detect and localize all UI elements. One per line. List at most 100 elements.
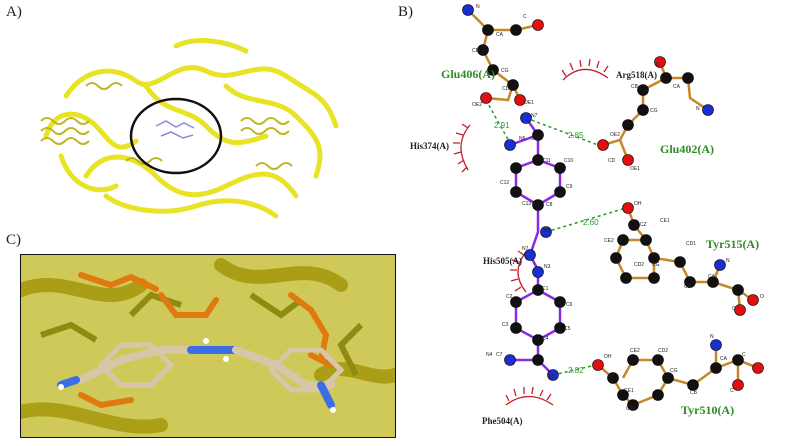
atom-glu406-oe1 [514, 94, 526, 106]
atom-label-c-glu402: C [656, 62, 660, 68]
atom-tyr515-cd1 [648, 252, 660, 264]
atom-label-cd1-tyr510: CD1 [626, 406, 636, 412]
atom-lig-c6 [554, 296, 566, 308]
atom-tyr510-o [752, 362, 764, 374]
atom-label-c5: C5 [564, 326, 571, 332]
atom-label-c14: C14 [531, 136, 540, 142]
atom-tyr510-oh [592, 359, 604, 371]
atom-tyr515-cb [684, 276, 696, 288]
hydrogen-bonds [485, 99, 627, 376]
atom-tyr515-c [732, 284, 744, 296]
atom-glu406-cb [477, 44, 489, 56]
atom-label-c3: C3 [502, 322, 509, 328]
atom-tyr510-n [710, 339, 722, 351]
atom-label-ca-tyr515: CA [708, 274, 716, 280]
atom-lig-n3 [532, 266, 544, 278]
residue-label-phe504: Phe504(A) [482, 416, 523, 426]
atom-tyr510-cz [607, 372, 619, 384]
atom-label-c13: C13 [522, 201, 531, 207]
atom-glu402-cg [637, 104, 649, 116]
atom-glu406-o [532, 19, 544, 31]
atom-label-ca-glu402: CA [673, 84, 681, 90]
ligplot-svg: Glu406(A) Arg518(A) His374(A) Glu402(A) … [410, 4, 764, 426]
atom-lig-n5 [547, 369, 559, 381]
atom-label-cg-glu406: CG [501, 68, 509, 74]
atom-tyr515-cd2 [620, 272, 632, 284]
atom-label-cg-tyr510: CG [670, 368, 678, 374]
atom-label-cg-glu402: CG [650, 108, 658, 114]
atom-label-n6: N6 [519, 136, 526, 142]
hydrophobic-contacts [453, 58, 609, 406]
hydrophobic-arc-his374 [453, 123, 471, 173]
atom-tyr510-ce2 [627, 354, 639, 366]
atom-label-o-tyr515: O [760, 294, 764, 300]
atom-glu402-cb [637, 84, 649, 96]
panel-label-b: B) [398, 4, 413, 20]
hbond-distance-4: 2.82 [568, 366, 584, 375]
atom-tyr515-cg [648, 272, 660, 284]
atom-tyr510-c [732, 354, 744, 366]
atom-label-ce2-tyr510: CE2 [630, 348, 640, 354]
atom-label-n-tyr510: N [710, 334, 714, 340]
atom-glu402-oe1 [622, 154, 634, 166]
protein-structure-image [26, 26, 360, 226]
residue-label-his505: His505(A) [483, 256, 522, 266]
atom-label-ce2-tyr515: CE2 [604, 238, 614, 244]
hbond-line-3 [545, 207, 627, 233]
atom-label-c-tyr510-lower: C [730, 388, 734, 394]
atom-label-c12: C12 [500, 180, 509, 186]
hbond-distance-2: 2.85 [568, 131, 584, 140]
atom-lig-n1 [540, 226, 552, 238]
atom-label-n1: N1 [544, 228, 551, 234]
atom-label-n-glu406: N [476, 4, 480, 10]
atom-lig-c4 [532, 334, 544, 346]
atom-label-ce1-tyr515: CE1 [660, 218, 670, 224]
residue-label-his374: His374(A) [410, 141, 449, 151]
panel-label-a: A) [6, 4, 22, 20]
atom-lig-n7 [524, 249, 536, 261]
ligand-closeup-svg [21, 255, 395, 437]
residue-label-glu406: Glu406(A) [441, 67, 495, 81]
atom-label-c-tyr510: C [742, 352, 746, 358]
atom-label-n3: N3 [544, 264, 551, 270]
atom-tyr515-cd1b [674, 256, 686, 268]
atom-lig-c2 [510, 296, 522, 308]
hydrophobic-arc-arg518 [561, 58, 609, 81]
atom-glu402-c [660, 72, 672, 84]
atom-label-cz-tyr510: CZ [608, 374, 615, 380]
atom-label-oh-tyr515: OH [634, 201, 642, 207]
hbond-line-1 [485, 99, 511, 144]
atom-glu406-ca [482, 24, 494, 36]
ligplot-interaction-diagram: Glu406(A) Arg518(A) His374(A) Glu402(A) … [398, 0, 789, 441]
atom-label-oe2-glu406: OE2 [472, 102, 482, 108]
atom-tyr510-cd1 [627, 399, 639, 411]
atom-tyr515-oh [622, 202, 634, 214]
atom-label-cb-glu402: CB [631, 84, 639, 90]
atom-label-n7-top: N7 [531, 113, 538, 119]
protein-ribbon-svg [40, 38, 339, 219]
atom-label-cd2-tyr510: CD2 [658, 348, 668, 354]
atom-lig-c14 [532, 129, 544, 141]
panel-label-c: C) [6, 232, 21, 248]
atom-lig-c5 [554, 322, 566, 334]
atom-tyr510-cg2 [652, 389, 664, 401]
atom-lig-c11 [532, 154, 544, 166]
hydrophobic-arc-his505 [510, 250, 527, 293]
atom-tyr510-o2 [732, 379, 744, 391]
ligand-closeup-image [20, 254, 396, 438]
atom-label-cd2-tyr515: CD2 [634, 262, 644, 268]
atom-label-oe1-glu402: OE1 [630, 166, 640, 172]
atom-lig-c3 [510, 322, 522, 334]
atom-tyr515-ce2 [617, 234, 629, 246]
atom-tyr510-ce1 [617, 389, 629, 401]
atom-tyr515-cz [628, 219, 640, 231]
atom-label-cb-tyr510: CB [690, 390, 698, 396]
atom-lig-n7a [520, 112, 532, 124]
atom-label-cd-glu406: CD [502, 86, 510, 92]
atom-glu402-n [702, 104, 714, 116]
atom-lig-n4 [504, 354, 516, 366]
atom-label-cd-glu402: CD [608, 158, 616, 164]
atom-label-c6: C6 [566, 302, 573, 308]
atom-lig-c9 [554, 186, 566, 198]
atom-glu402-ca [682, 72, 694, 84]
